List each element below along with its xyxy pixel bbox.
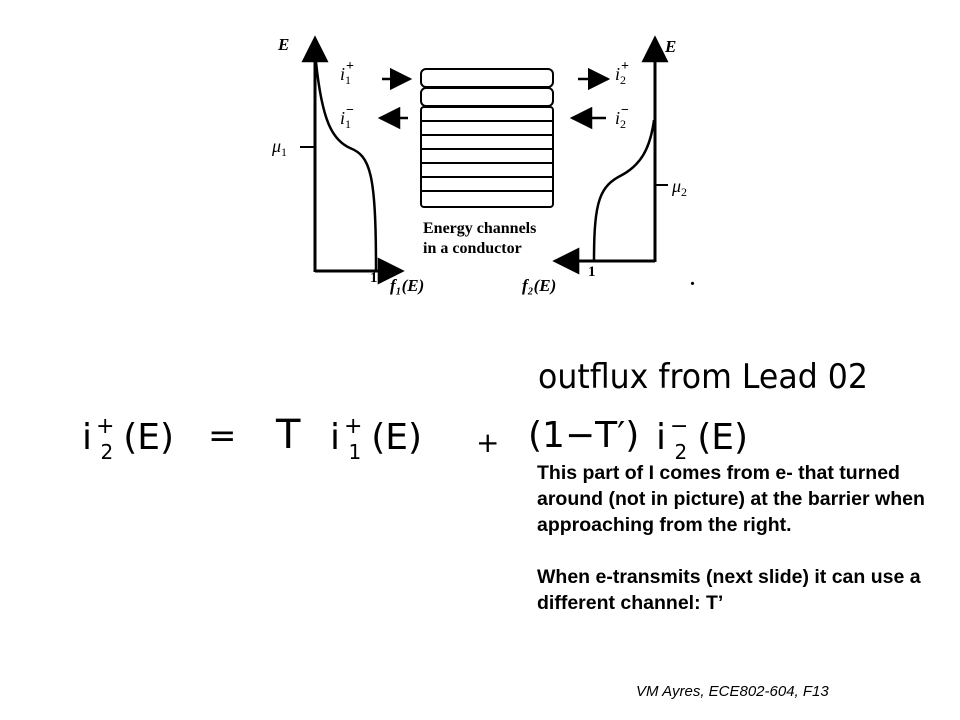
equation-term1-coefficient: T: [275, 412, 301, 458]
left-mu-label: μ1: [271, 136, 287, 159]
left-axis-y-label: E: [277, 35, 289, 54]
conductor-label-line2: in a conductor: [423, 240, 522, 257]
stray-dot: .: [690, 268, 695, 290]
right-x-tick-label: 1: [588, 264, 596, 280]
left-incoming-current-label: i+1: [340, 59, 354, 87]
explanation-paragraph-1: This part of I comes from e- that turned…: [537, 462, 925, 536]
right-lead-panel: E μ2 1 f₂(E) i+2 i−2: [522, 35, 687, 295]
equation-term1: i+1(E): [330, 414, 422, 464]
right-fermi-curve: [592, 119, 656, 261]
equation-plus: +: [476, 426, 499, 459]
conductor-channels: [420, 68, 554, 208]
left-x-axis-label: f₁(E): [390, 276, 424, 295]
slide-footer: VM Ayres, ECE802-604, F13: [636, 683, 829, 700]
left-outgoing-current-label: i−1: [340, 103, 354, 131]
right-x-axis-label: f₂(E): [522, 276, 556, 295]
handwritten-equation: i+2(E) = T i+1(E) + (1−T′) i−2(E): [82, 412, 748, 464]
equation-equals: =: [208, 416, 237, 456]
equation-term2: i−2(E): [656, 414, 748, 464]
energy-channel: [420, 68, 554, 88]
right-mu-label: μ2: [671, 176, 687, 199]
energy-channel: [420, 106, 554, 208]
equation-term2-coefficient: (1−T′): [528, 415, 639, 456]
left-fermi-curve: [314, 61, 378, 271]
right-outgoing-current-label: i+2: [615, 59, 629, 87]
left-lead-panel: E μ1 1 f₁(E) i+1 i−1: [271, 35, 424, 295]
equation-lhs: i+2(E): [82, 414, 174, 464]
energy-channel: [420, 87, 554, 107]
conductor-label-line1: Energy channels: [423, 220, 536, 237]
right-incoming-current-label: i−2: [615, 103, 629, 131]
right-axis-y-label: E: [664, 37, 676, 56]
explanation-paragraph-2: When e-transmits (next slide) it can use…: [537, 566, 921, 614]
outflux-heading: outflux from Lead 02: [538, 357, 868, 397]
explanation-notes: This part of I comes from e- that turned…: [537, 460, 947, 616]
left-x-tick-label: 1: [370, 270, 378, 286]
